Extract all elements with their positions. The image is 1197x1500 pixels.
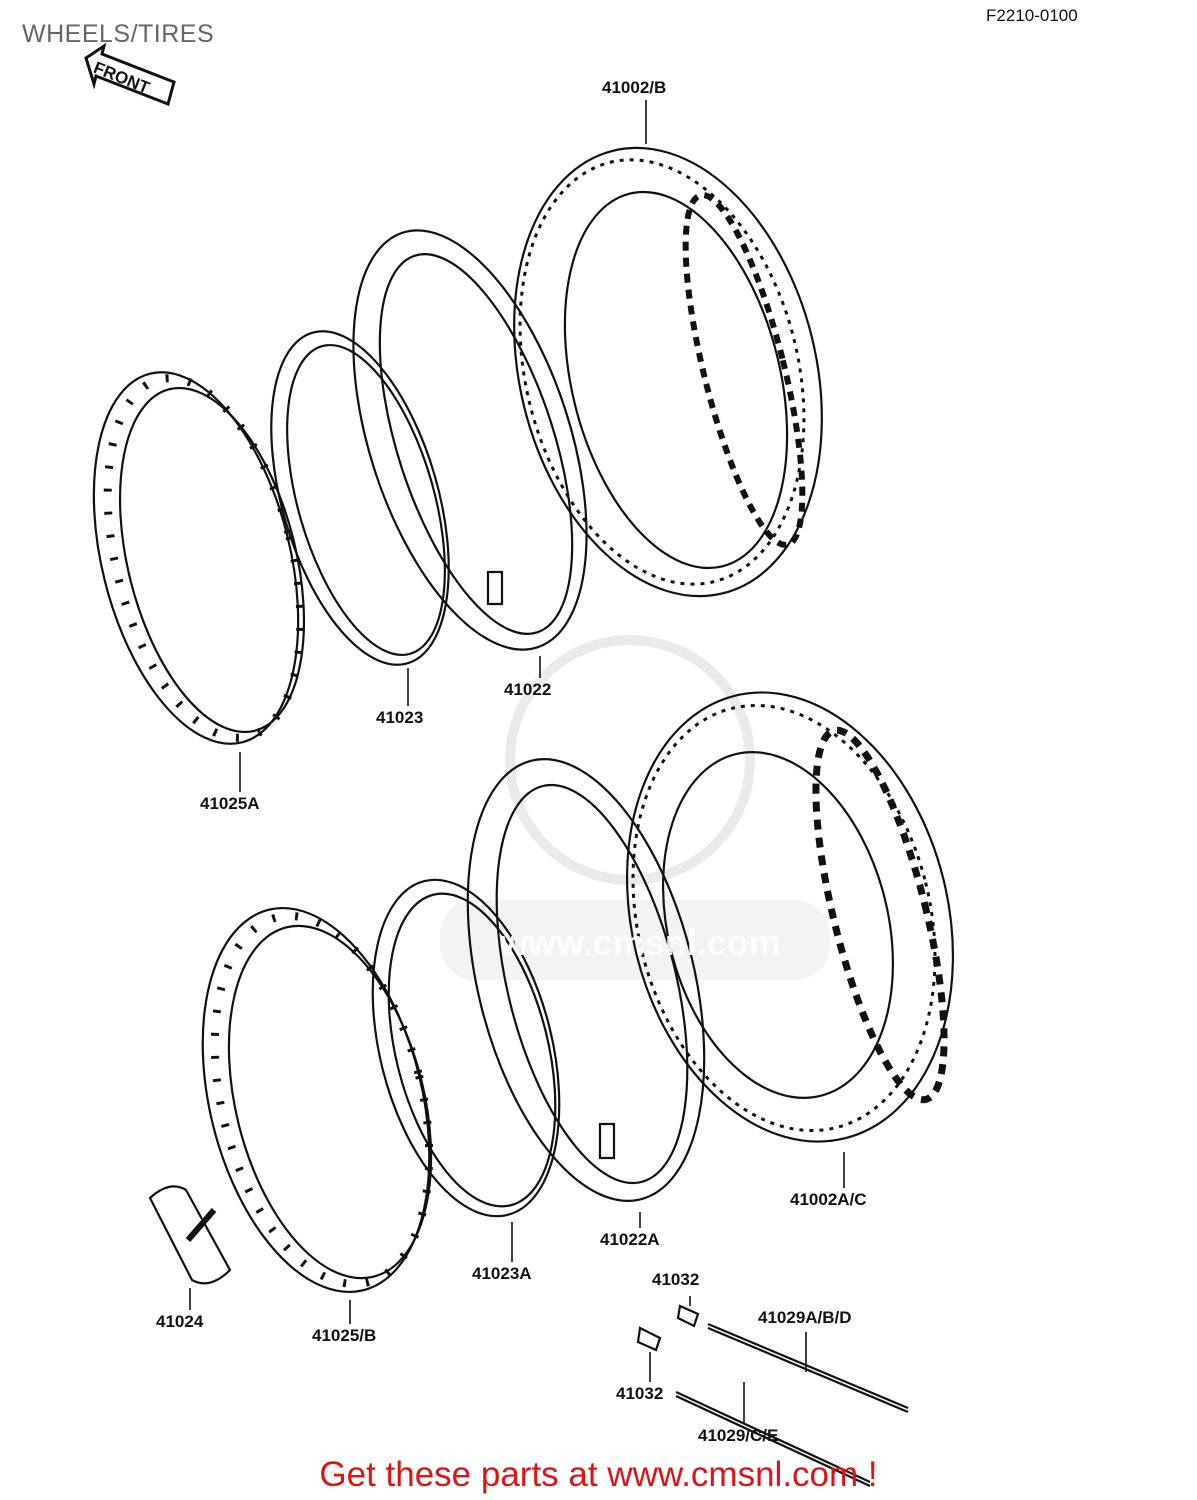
rim-lock [148,1185,232,1285]
callout-rear-rim-band[interactable]: 41023 [376,708,424,727]
callout-rear-tube[interactable]: 41022 [504,680,552,699]
callout-front-tire[interactable]: 41002A/C [790,1190,867,1209]
footer-link[interactable]: Get these parts at www.cmsnl.com ! [319,1455,878,1494]
callout-spoke-long[interactable]: 41029A/B/D [758,1308,852,1327]
nipple-lower [636,1326,662,1352]
callout-rear-rim[interactable]: 41025A [200,794,260,813]
callout-front-tube[interactable]: 41022A [600,1230,660,1249]
rear-rim [92,371,306,745]
page-title: WHEELS/TIRES [22,20,215,48]
leader-lines [189,100,845,1424]
watermark-logo [440,635,830,980]
callout-rear-tire[interactable]: 41002/B [602,78,667,97]
rear-tire [513,146,823,598]
front-arrow-icon [84,42,176,107]
front-rim [201,907,434,1293]
callout-nipple-upper[interactable]: 41032 [652,1270,700,1289]
front-tire [625,691,955,1143]
front-rim-band [371,878,561,1218]
spoke-short [675,1391,871,1487]
diagram-code: F2210-0100 [986,6,1078,25]
rear-rim-band [270,330,450,666]
rear-tube [352,229,588,651]
callout-front-rim[interactable]: 41025/B [312,1326,377,1345]
front-tube [466,758,706,1202]
callout-front-rim-band[interactable]: 41023A [472,1264,532,1283]
spoke-long [707,1322,909,1414]
callout-nipple-lower[interactable]: 41032 [616,1384,664,1403]
callout-spoke-short[interactable]: 41029/C/E [698,1426,779,1445]
callout-rim-lock[interactable]: 41024 [156,1312,204,1331]
nipple-upper [676,1304,700,1328]
watermark-text: www.cmsnl.com [500,922,781,963]
